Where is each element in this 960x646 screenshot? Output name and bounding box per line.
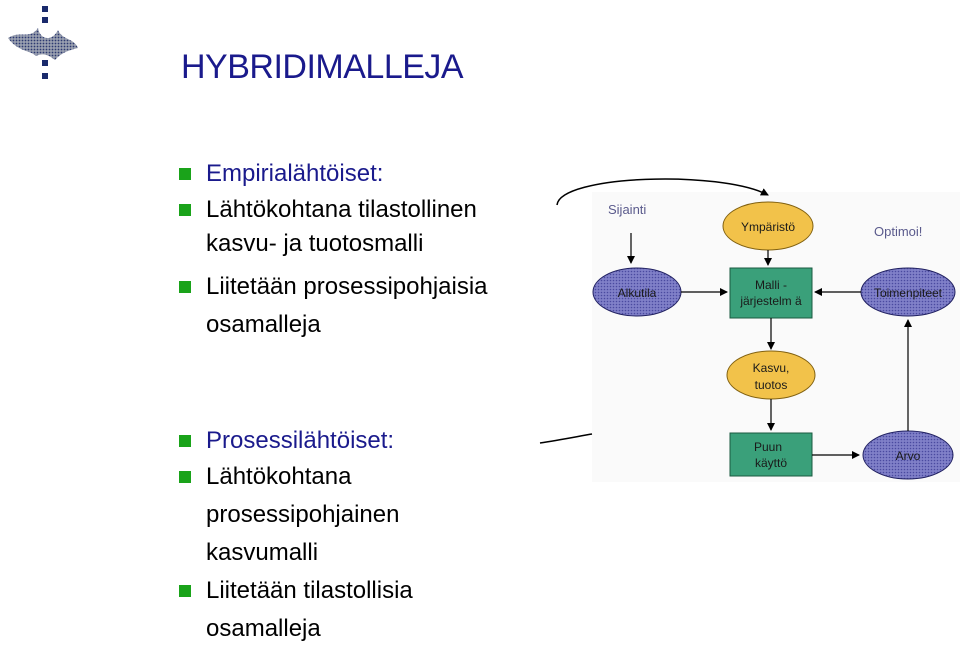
bullet-text: prosessipohjainen xyxy=(206,501,400,528)
bullet-text: Liitetään tilastollisia xyxy=(206,577,413,604)
bullet-text: osamalleja xyxy=(206,615,321,642)
node-puun-kaytto xyxy=(729,432,813,477)
bullet-text: kasvu- ja tuotosmalli xyxy=(206,230,424,257)
bullet-text: Liitetään prosessipohjaisia xyxy=(206,273,488,300)
slide-title: HYBRIDIMALLEJA xyxy=(181,48,464,86)
bullet-text: osamalleja xyxy=(206,311,321,338)
bullet-square-icon xyxy=(179,471,191,483)
node-malli-label-1: Malli - xyxy=(755,278,787,292)
node-toimenpiteet-label: Toimenpiteet xyxy=(874,286,943,300)
node-malli-label-2: järjestelm ä xyxy=(739,294,802,308)
label-optimoi: Optimoi! xyxy=(874,224,922,239)
bullet-text: kasvumalli xyxy=(206,539,319,566)
bullet-square-icon xyxy=(179,168,191,180)
node-ymparisto-label: Ympäristö xyxy=(741,220,795,234)
node-alkutila-label: Alkutila xyxy=(618,286,657,300)
node-puun-label-2: käyttö xyxy=(755,456,787,470)
node-puun-label-1: Puun xyxy=(754,440,782,454)
bullet-text: Lähtökohtana xyxy=(206,463,352,490)
bullet-text: Prosessilähtöiset: xyxy=(206,427,395,454)
university-logo xyxy=(8,6,78,79)
bullet-square-icon xyxy=(179,435,191,447)
bullet-text: Lähtökohtana tilastollinen xyxy=(206,196,477,223)
curved-arrow-top xyxy=(556,178,769,206)
curved-line-bottom xyxy=(539,433,593,444)
node-kasvu-label-1: Kasvu, xyxy=(753,361,790,375)
bullet-square-icon xyxy=(179,281,191,293)
bullet-square-icon xyxy=(179,204,191,216)
bullet-square-icon xyxy=(179,585,191,597)
node-arvo-label: Arvo xyxy=(896,449,921,463)
label-sijainti: Sijainti xyxy=(608,202,646,217)
node-kasvu-label-2: tuotos xyxy=(755,378,788,392)
bullet-text: Empirialähtöiset: xyxy=(206,160,384,187)
node-malli-jarjestelma xyxy=(729,267,813,319)
